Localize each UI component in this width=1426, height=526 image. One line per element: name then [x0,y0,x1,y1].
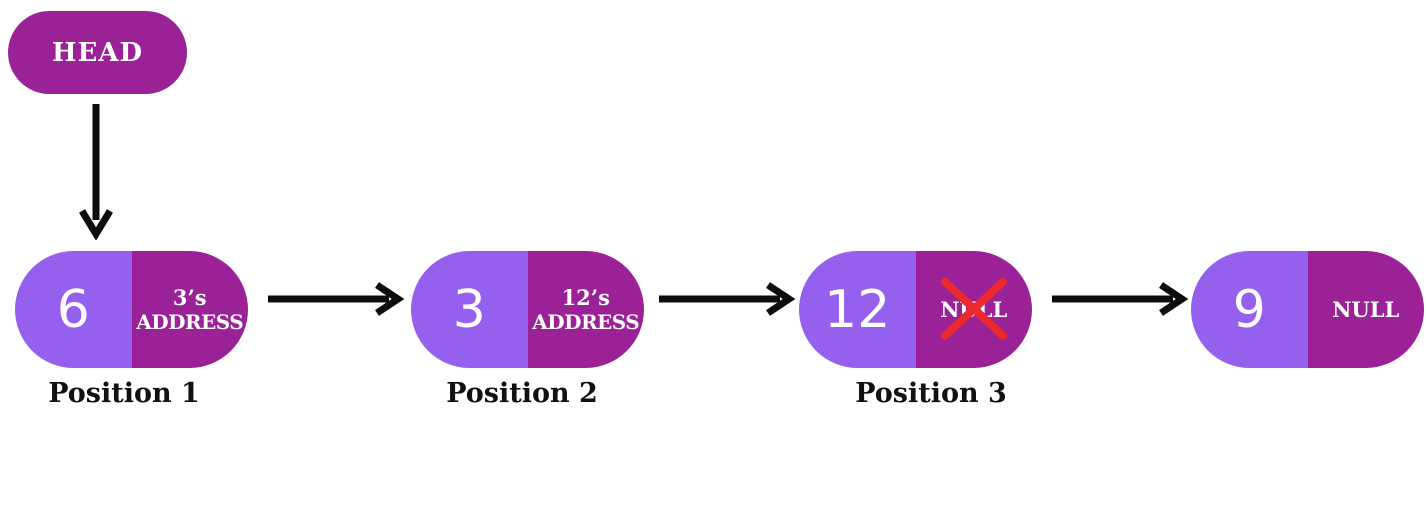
node-3-pointer: NULL [915,251,1032,368]
node-1-pointer-line2: ADDRESS [136,310,244,335]
node-1-value: 6 [15,251,132,368]
node-2-pointer: 12’s ADDRESS [527,251,644,368]
arrow-right-icon [268,282,404,316]
list-node-1: 6 3’s ADDRESS [15,251,248,368]
node-2-pointer-line1: 12’s [561,284,610,310]
node-1-pointer: 3’s ADDRESS [131,251,248,368]
node-2-pointer-line2: ADDRESS [532,310,640,335]
head-node: HEAD [8,11,187,94]
arrow-right-icon [659,282,795,316]
position-label-2: Position 2 [446,378,598,409]
list-node-3: 12 NULL [799,251,1032,368]
arrow-right-icon [1052,282,1188,316]
node-3-pointer-line1: NULL [940,296,1008,322]
node-4-value: 9 [1191,251,1308,368]
list-node-2: 3 12’s ADDRESS [411,251,644,368]
node-4-pointer-line1: NULL [1332,296,1400,322]
node-1-pointer-line1: 3’s [172,284,207,310]
arrow-down-icon [79,104,113,240]
list-node-4: 9 NULL [1191,251,1424,368]
head-label: HEAD [51,37,144,68]
node-2-value: 3 [411,251,528,368]
position-label-1: Position 1 [48,378,200,409]
position-label-3: Position 3 [855,378,1007,409]
node-4-pointer: NULL [1307,251,1424,368]
node-3-value: 12 [799,251,916,368]
